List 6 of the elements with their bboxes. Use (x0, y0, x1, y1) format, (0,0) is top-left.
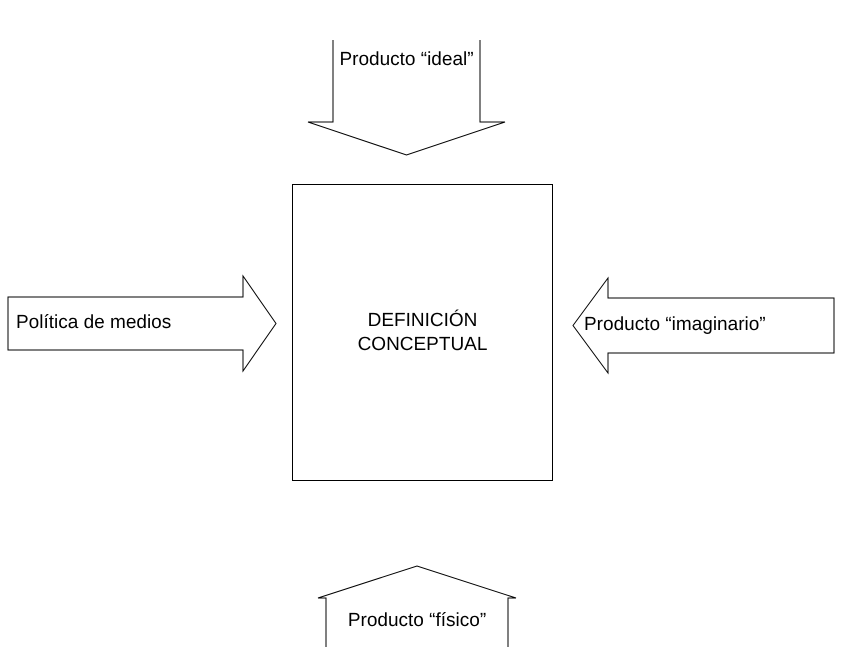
arrow-label: Producto “imaginario” (584, 313, 766, 337)
arrow-label: Producto “ideal” (338, 48, 475, 72)
arrow-label: Producto “físico” (346, 609, 488, 633)
process-box (292, 184, 553, 481)
box-label: DEFINICIÓN CONCEPTUAL (356, 308, 488, 356)
arrow-label: Política de medios (16, 311, 172, 335)
